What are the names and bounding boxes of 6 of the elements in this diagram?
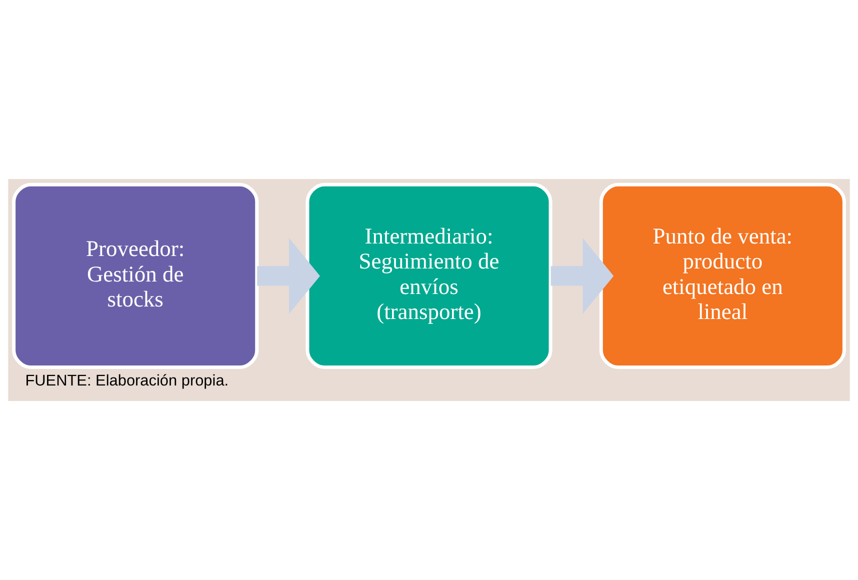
- arrow: [257, 238, 320, 314]
- node-box: Punto de venta: producto etiquetado en lineal: [599, 182, 846, 370]
- node-box: Intermediario: Seguimiento de envíos (transporte): [306, 182, 552, 370]
- caption: FUENTE: Elaboración propia.: [25, 372, 229, 390]
- arrow: [550, 238, 614, 314]
- node-box: Proveedor: Gestión de stocks: [12, 182, 259, 370]
